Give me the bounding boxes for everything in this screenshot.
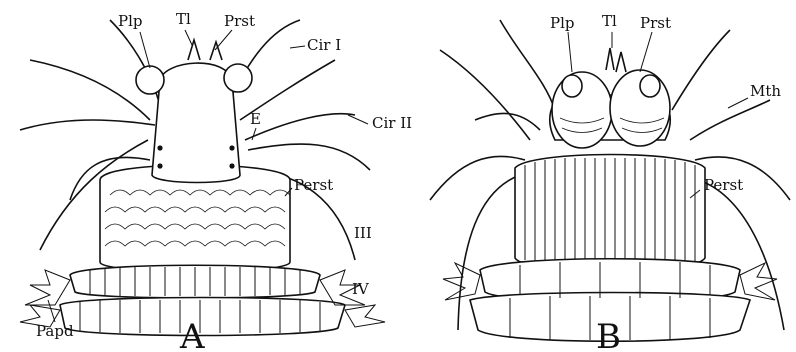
label-a-papd: Papd — [36, 322, 74, 340]
panel-letter-b: B — [596, 317, 621, 352]
label-a-cir1: Cir I — [307, 36, 341, 54]
panel-letter-a: A — [179, 317, 205, 352]
label-b-mth: Mth — [750, 82, 781, 100]
panel-a: Plp Tl Prst Cir I Cir II E Perst III IV … — [20, 10, 412, 352]
panel-a-prostomium — [136, 40, 252, 183]
label-b-perst: Perst — [704, 176, 743, 194]
label-a-plp: Plp — [118, 12, 143, 30]
label-a-e: E — [250, 110, 261, 128]
label-b-plp: Plp — [550, 14, 575, 32]
label-b-tl: Tl — [602, 12, 617, 30]
label-a-seg3: III — [354, 224, 372, 242]
label-a-seg4: IV — [352, 280, 370, 298]
panel-b-head — [550, 48, 670, 148]
label-a-tl: Tl — [176, 10, 191, 28]
label-b-prst: Prst — [640, 14, 671, 32]
label-a-cir2: Cir II — [372, 114, 412, 132]
panel-b: Plp Tl Prst Mth Perst B — [430, 12, 790, 352]
label-a-perst: Perst — [294, 176, 333, 194]
label-a-prst: Prst — [224, 12, 255, 30]
panel-b-peristomium — [515, 155, 705, 271]
